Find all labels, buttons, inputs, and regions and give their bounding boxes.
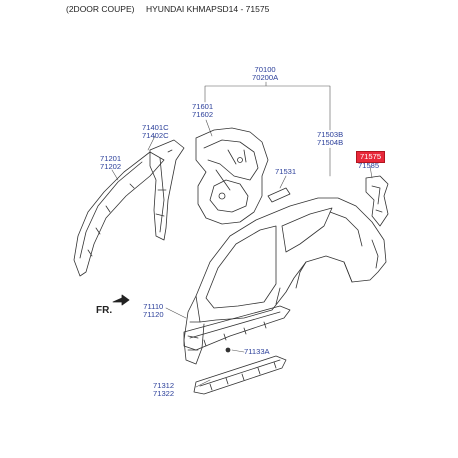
callout-71133a: 71133A bbox=[244, 347, 270, 356]
header-variant: (2DOOR COUPE) bbox=[66, 4, 135, 14]
fuel-door bbox=[267, 187, 291, 203]
front-pillar bbox=[149, 139, 185, 241]
quarter-inner-panel bbox=[195, 127, 269, 225]
side-outer-panel bbox=[183, 197, 387, 365]
callout-71531: 71531 bbox=[275, 167, 297, 176]
front-arrow-icon bbox=[112, 294, 130, 306]
sill-outer bbox=[183, 305, 291, 351]
front-orientation-label: FR. bbox=[96, 305, 113, 316]
sill-inner bbox=[193, 355, 287, 395]
callout-71585: 71585 bbox=[358, 161, 380, 170]
callout-71575-highlight[interactable]: 71575 bbox=[356, 151, 385, 163]
plug-mark bbox=[225, 347, 231, 353]
roof-rail-reinforcement bbox=[73, 151, 165, 277]
header-catalog: HYUNDAI KHMAPSD14 - 71575 bbox=[146, 4, 270, 14]
leader-lines bbox=[111, 81, 373, 388]
rear-extension bbox=[365, 175, 389, 227]
